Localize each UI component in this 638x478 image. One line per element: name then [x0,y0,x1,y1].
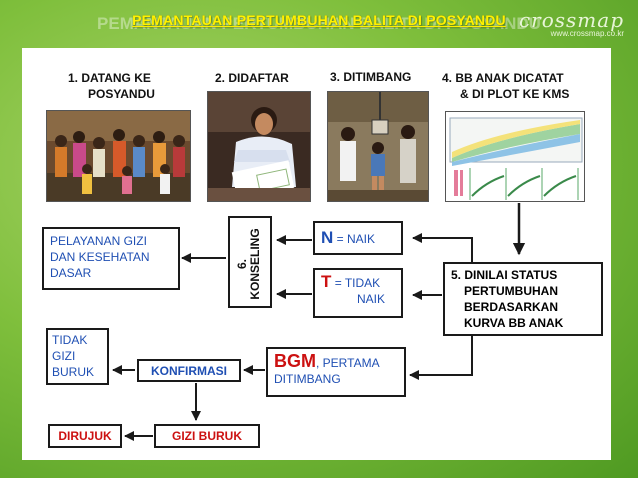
naik-letter: N [321,228,334,247]
naik-box: N = NAIK [313,221,403,255]
tidak-letter: T [321,272,332,291]
title-ghost: PEMANTAUAN PERTUMBUHAN BALITA DI POSYAND… [97,14,541,33]
konseling-label: KONSELING [248,228,262,300]
step-2-label: 2. DIDAFTAR [215,71,289,85]
tidak-gizi-line2: GIZI [52,349,76,363]
dirujuk-box: DIRUJUK [48,424,122,448]
step-1-label-line1: 1. DATANG KE [68,71,151,85]
arrow-status-to-bgm [409,336,473,380]
step-1-label: 1. DATANG KE POSYANDU [68,70,155,102]
tidak-text-2: NAIK [357,292,386,306]
tidak-gizi-line3: BURUK [52,365,95,379]
kms-chart-photo [445,111,585,202]
status-line3: BERDASARKAN [464,300,559,314]
bgm-box: BGM, PERTAMA DITIMBANG [266,347,406,397]
pelayanan-line3: DASAR [50,266,92,280]
brand-name: crossmap [518,8,624,32]
step-4-label: 4. BB ANAK DICATAT & DI PLOT KE KMS [442,70,569,102]
status-line2: PERTUMBUHAN [464,284,558,298]
status-line4: KURVA BB ANAK [464,316,564,330]
weighing-photo [327,91,429,202]
pelayanan-line2: DAN KESEHATAN [50,250,150,264]
tidak-gizi-buruk-box: TIDAK GIZI BURUK [46,328,109,385]
tidak-naik-box: T = TIDAK NAIK [313,268,403,318]
konfirmasi-box: KONFIRMASI [137,359,241,382]
gizi-buruk-box: GIZI BURUK [154,424,260,448]
step-4-label-line2: & DI PLOT KE KMS [460,87,570,101]
brand-logo: crossmap www.crossmap.co.kr [519,8,624,38]
status-line1: 5. DINILAI STATUS [451,268,558,282]
konfirmasi-label: KONFIRMASI [151,364,227,378]
tidak-gizi-line1: TIDAK [52,333,88,347]
crowd-photo [46,110,191,202]
tidak-text: = TIDAK [331,276,381,290]
step-3-label: 3. DITIMBANG [330,70,412,84]
status-box: 5. DINILAI STATUS PERTUMBUHAN BERDASARKA… [443,262,603,336]
pelayanan-line1: PELAYANAN GIZI [50,234,147,248]
gizi-buruk-label: GIZI BURUK [172,429,242,443]
brand-url: www.crossmap.co.kr [550,29,624,38]
bgm-text-2: DITIMBANG [274,372,341,386]
konseling-box: 6. KONSELING [228,216,272,308]
naik-text: = NAIK [333,232,375,246]
dirujuk-label: DIRUJUK [58,429,112,443]
registration-photo [207,91,311,202]
step-1-label-line2: POSYANDU [88,87,155,101]
step-4-label-line1: 4. BB ANAK DICATAT [442,71,564,85]
page-title: PEMANTAUAN PERTUMBUHAN BALITA DI POSYAND… [132,12,506,28]
konseling-text: 6. KONSELING [235,220,264,308]
pelayanan-gizi-box: PELAYANAN GIZI DAN KESEHATAN DASAR [42,227,180,290]
arrow-status-to-naik [412,233,473,263]
bgm-text: , PERTAMA [316,356,380,370]
bgm-label: BGM [274,351,316,371]
